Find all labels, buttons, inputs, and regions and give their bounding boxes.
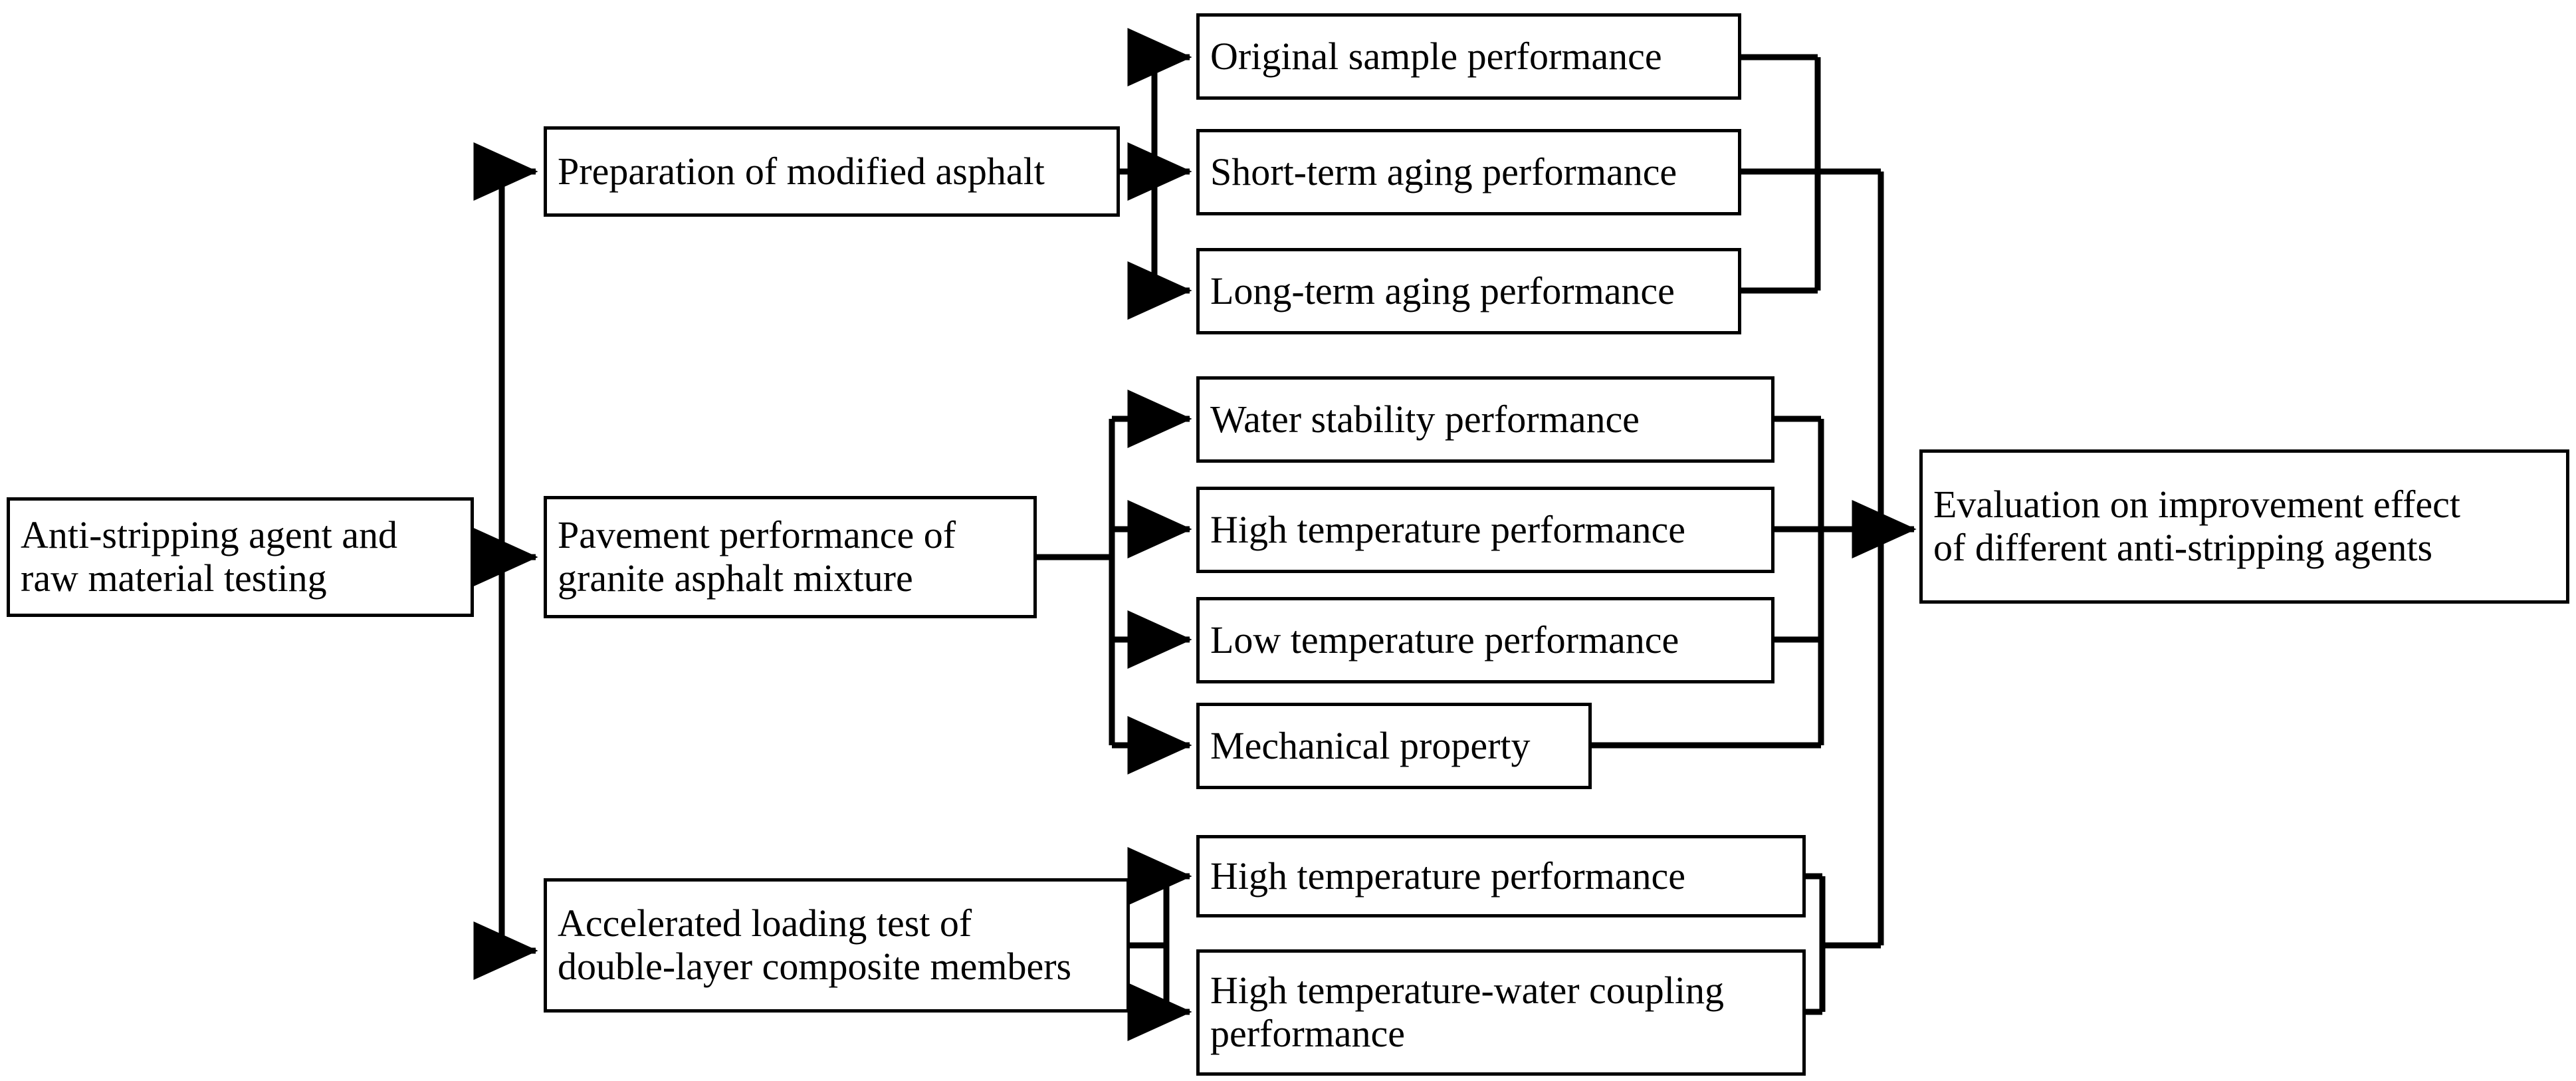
node-short-term-aging-performance-label: Short-term aging performance [1210,150,1677,193]
node-short-term-aging-performance[interactable]: Short-term aging performance [1196,129,1741,215]
node-water-stability-performance[interactable]: Water stability performance [1196,376,1774,463]
node-low-temperature-performance[interactable]: Low temperature performance [1196,597,1774,683]
node-water-stability-performance-label: Water stability performance [1210,397,1640,441]
node-high-temperature-water-coupling[interactable]: High temperature-water coupling performa… [1196,949,1806,1076]
node-pavement-performance-label: Pavement performance of granite asphalt … [558,513,956,600]
node-high-temperature-performance-label: High temperature performance [1210,507,1685,551]
node-accelerated-loading-test-label: Accelerated loading test of double-layer… [558,901,1072,988]
node-high-temperature-water-coupling-label: High temperature-water coupling performa… [1210,969,1725,1055]
node-mechanical-property-label: Mechanical property [1210,723,1531,767]
node-high-temperature-performance-alt[interactable]: High temperature performance [1196,835,1806,917]
node-start[interactable]: Anti-stripping agent and raw material te… [7,497,474,617]
node-evaluation-result-label: Evaluation on improvement effect of diff… [1933,483,2460,569]
node-preparation-of-modified-asphalt[interactable]: Preparation of modified asphalt [544,126,1120,217]
node-long-term-aging-performance[interactable]: Long-term aging performance [1196,248,1741,334]
node-evaluation-result[interactable]: Evaluation on improvement effect of diff… [1919,449,2569,604]
node-high-temperature-performance-alt-label: High temperature performance [1210,854,1685,898]
node-original-sample-performance-label: Original sample performance [1210,34,1662,78]
node-start-label: Anti-stripping agent and raw material te… [21,513,398,600]
node-preparation-of-modified-asphalt-label: Preparation of modified asphalt [558,149,1045,193]
node-mechanical-property[interactable]: Mechanical property [1196,703,1592,789]
node-pavement-performance[interactable]: Pavement performance of granite asphalt … [544,496,1037,618]
node-low-temperature-performance-label: Low temperature performance [1210,618,1679,661]
node-high-temperature-performance[interactable]: High temperature performance [1196,487,1774,573]
node-accelerated-loading-test[interactable]: Accelerated loading test of double-layer… [544,878,1130,1013]
node-original-sample-performance[interactable]: Original sample performance [1196,13,1741,100]
node-long-term-aging-performance-label: Long-term aging performance [1210,269,1675,312]
